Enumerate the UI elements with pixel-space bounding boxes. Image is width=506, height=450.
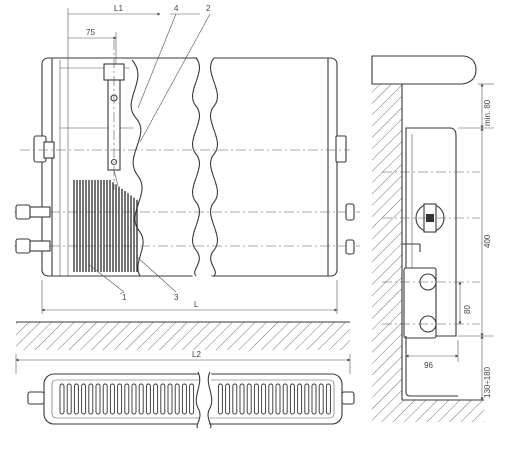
dim-l1: L1 xyxy=(114,4,123,13)
grille-slot xyxy=(167,383,173,415)
front-view: L1 75 4 2 xyxy=(14,4,360,350)
right-bracket xyxy=(335,135,347,163)
heater-casing xyxy=(41,57,338,277)
grille-slot xyxy=(59,383,65,415)
grille-slots xyxy=(59,383,331,415)
dim-L2: L2 xyxy=(192,350,201,359)
grille-slot xyxy=(239,383,245,415)
grille-slot xyxy=(289,383,295,415)
plan-view: L2 xyxy=(15,350,355,429)
grille-slot xyxy=(225,383,231,415)
callout-3: 3 xyxy=(174,293,179,302)
grille-slot xyxy=(109,383,115,415)
grille-slot xyxy=(88,383,94,415)
grille-slot xyxy=(318,383,324,415)
grille-slot xyxy=(95,383,101,415)
grille-slot xyxy=(138,383,144,415)
dim-96: 96 xyxy=(424,361,433,370)
grille-slot xyxy=(117,383,123,415)
pipe-connection-upper xyxy=(15,204,31,220)
grille-slot xyxy=(66,383,72,415)
window-sill xyxy=(371,55,477,85)
callout-1: 1 xyxy=(122,293,127,302)
dim-400: 400 xyxy=(483,234,492,248)
dim-80: 80 xyxy=(463,305,472,314)
callout-2: 2 xyxy=(206,4,211,13)
grille-slot xyxy=(311,383,317,415)
grille-slot xyxy=(153,383,159,415)
grille-slot xyxy=(261,383,267,415)
grille-slot xyxy=(181,383,187,415)
dim-130-180: 130÷180 xyxy=(483,366,492,398)
grille-slot xyxy=(297,383,303,415)
dim-75: 75 xyxy=(86,28,95,37)
grille-slot xyxy=(81,383,87,415)
grille-slot xyxy=(131,383,137,415)
pipe-connection-lower xyxy=(15,238,31,254)
grille-slot xyxy=(73,383,79,415)
dim-L: L xyxy=(194,300,199,309)
grille-slot xyxy=(174,383,180,415)
grille-slot xyxy=(268,383,274,415)
grille-slot xyxy=(275,383,281,415)
grille-slot xyxy=(232,383,238,415)
heat-exchanger-fins xyxy=(73,180,138,272)
grille-slot xyxy=(124,383,130,415)
grille-slot xyxy=(160,383,166,415)
grille-slot xyxy=(282,383,288,415)
grille-slot xyxy=(217,383,223,415)
callout-4: 4 xyxy=(174,4,179,13)
grille-slot xyxy=(189,383,195,415)
side-view: min. 80 400 80 96 130÷180 xyxy=(371,55,494,422)
grille-slot xyxy=(145,383,151,415)
grille-slot xyxy=(253,383,259,415)
grille-slot xyxy=(325,383,331,415)
grille-slot xyxy=(304,383,310,415)
grille-slot xyxy=(102,383,108,415)
grille-slot xyxy=(246,383,252,415)
dim-min80: min. 80 xyxy=(483,99,492,126)
